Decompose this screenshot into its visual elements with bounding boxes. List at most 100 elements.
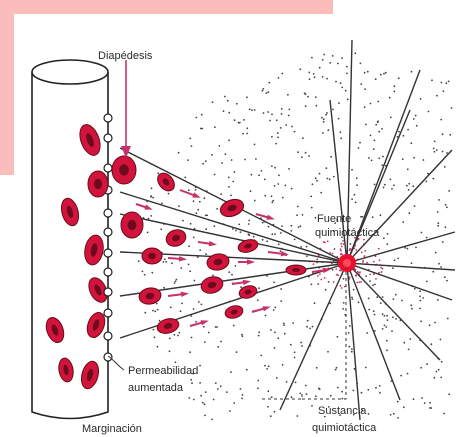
gradient-dot — [440, 377, 442, 379]
gradient-dot — [440, 119, 442, 121]
gradient-dot — [374, 284, 376, 286]
gradient-dot — [340, 131, 342, 133]
gradient-dot-near-source — [363, 255, 365, 257]
gradient-dot — [316, 367, 318, 369]
gradient-dot — [180, 310, 182, 312]
gradient-dot — [214, 126, 216, 128]
gradient-dot — [419, 290, 421, 292]
gradient-dot — [375, 124, 377, 126]
gradient-dot — [214, 225, 216, 227]
gradient-dot — [294, 131, 296, 133]
pore — [104, 134, 112, 142]
gradient-dot-near-source — [379, 259, 381, 261]
gradient-dot — [195, 321, 197, 323]
gradient-dot — [178, 205, 180, 207]
gradient-dot — [429, 402, 431, 404]
gradient-dot-near-source — [323, 241, 325, 243]
gradient-dot — [328, 281, 330, 283]
gradient-dot — [314, 302, 316, 304]
gradient-dot — [360, 63, 362, 65]
gradient-dot — [325, 114, 327, 116]
gradient-dot-near-source — [355, 274, 357, 276]
gradient-dot — [271, 114, 273, 116]
migration-arrow — [168, 256, 187, 261]
gradient-dot — [391, 330, 393, 332]
label-fuente-quimiotactica: quimiotáctica — [315, 227, 380, 239]
gradient-dot — [438, 199, 440, 201]
gradient-dot — [406, 185, 408, 187]
migration-arrow — [252, 306, 271, 312]
gradient-dot — [434, 377, 436, 379]
gradient-dot — [395, 294, 397, 296]
gradient-dot — [198, 301, 200, 303]
gradient-dot-near-source — [340, 285, 342, 287]
gradient-dot — [337, 387, 339, 389]
gradient-dot — [384, 325, 386, 327]
gradient-dot — [364, 72, 366, 74]
gradient-dot — [281, 108, 283, 110]
gradient-dot — [300, 225, 302, 227]
gradient-dot — [351, 351, 353, 353]
gradient-dot — [426, 181, 428, 183]
gradient-dot — [228, 271, 230, 273]
gradient-dot — [451, 107, 453, 109]
gradient-dot — [351, 198, 353, 200]
gradient-dot — [413, 157, 415, 159]
gradient-dot — [359, 142, 361, 144]
gradient-dot — [274, 332, 276, 334]
gradient-dot — [233, 325, 235, 327]
gradient-dot — [348, 346, 350, 348]
gradient-dot — [260, 355, 262, 357]
gradient-dot — [449, 134, 451, 136]
gradient-dot — [426, 363, 428, 365]
gradient-dot — [195, 212, 197, 214]
gradient-dot — [288, 115, 290, 117]
gradient-dot — [381, 164, 383, 166]
gradient-dot — [230, 371, 232, 373]
gradient-dot — [232, 181, 234, 183]
gradient-dot — [221, 162, 223, 164]
gradient-dot — [233, 402, 235, 404]
gradient-dot — [254, 109, 256, 111]
gradient-dot — [294, 357, 296, 359]
gradient-dot — [296, 415, 298, 417]
gradient-dot — [414, 205, 416, 207]
gradient-dot-near-source — [375, 278, 377, 280]
gradient-dot — [157, 309, 159, 311]
gradient-dot — [350, 243, 352, 245]
gradient-dot — [382, 313, 384, 315]
arrow-head — [179, 256, 187, 261]
gradient-dot — [323, 121, 325, 123]
gradient-dot — [188, 264, 190, 266]
gradient-dot — [258, 287, 260, 289]
label-permeabilidad: Permeabilidad — [128, 365, 198, 377]
gradient-dot — [394, 85, 396, 87]
pore — [104, 353, 112, 361]
gradient-dot — [352, 298, 354, 300]
gradient-dot — [228, 112, 230, 114]
gradient-dot — [371, 160, 373, 162]
gradient-dot — [436, 149, 438, 151]
gradient-dot — [298, 226, 300, 228]
gradient-dot — [203, 326, 205, 328]
gradient-dot — [437, 299, 439, 301]
gradient-dot — [153, 329, 155, 331]
gradient-dot — [395, 318, 397, 320]
gradient-dot — [251, 174, 253, 176]
gradient-dot — [248, 233, 250, 235]
gradient-dot — [269, 120, 271, 122]
gradient-dot — [176, 279, 178, 281]
migrating-cell — [164, 227, 188, 249]
gradient-dot — [407, 168, 409, 170]
gradient-dot — [267, 390, 269, 392]
gradient-dot — [403, 342, 405, 344]
gradient-dot — [441, 82, 443, 84]
gradient-dot — [380, 302, 382, 304]
gradient-dot — [391, 188, 393, 190]
gradient-dot — [243, 119, 245, 121]
gradient-dot — [306, 326, 308, 328]
gradient-dot — [448, 81, 450, 83]
gradient-dot — [347, 98, 349, 100]
radial-line — [347, 263, 360, 420]
